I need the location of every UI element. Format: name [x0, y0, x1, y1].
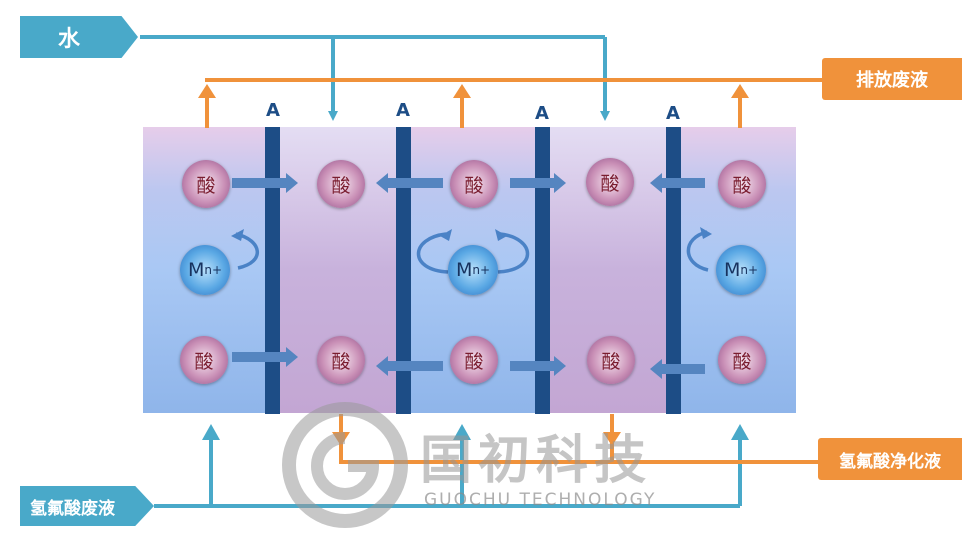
acid-arrow-head: [554, 173, 566, 193]
acid-ion: 酸: [182, 160, 230, 208]
watermark-subtitle: GUOCHU TECHNOLOGY: [424, 490, 657, 510]
acid-ion: 酸: [317, 160, 365, 208]
acid-arrow-head: [376, 356, 388, 376]
membrane-1: [265, 127, 280, 414]
acid-arrow-head: [650, 359, 662, 379]
acid-transport-arrows: [232, 173, 705, 379]
acid-ion: 酸: [317, 336, 365, 384]
membrane-2: [396, 127, 411, 414]
acid-ion: 酸: [450, 336, 498, 384]
watermark-title: 国初科技: [420, 431, 653, 491]
acid-ion: 酸: [450, 160, 498, 208]
watermark-logo: [282, 402, 408, 528]
purified-acid-outlet-label: 氢氟酸净化液: [818, 438, 962, 480]
membrane-2-label: A: [396, 100, 410, 121]
acid-ion: 酸: [718, 336, 766, 384]
acid-arrow-head: [376, 173, 388, 193]
membrane-4-label: A: [666, 103, 680, 124]
metal-ion-rejection-arrows: [231, 227, 712, 274]
acid-ion: 酸: [586, 158, 634, 206]
acid-arrow-head: [554, 356, 566, 376]
acid-arrow-head: [286, 173, 298, 193]
membrane-4: [666, 127, 681, 414]
acid-arrow-shaft: [232, 178, 286, 188]
membrane-3: [535, 127, 550, 414]
waste-acid-inlet-lines: [154, 424, 749, 508]
acid-arrow-shaft: [662, 364, 705, 374]
acid-arrow-shaft: [232, 352, 286, 362]
acid-arrow-shaft: [662, 178, 705, 188]
waste-acid-inlet-label: 氢氟酸废液: [20, 486, 154, 526]
membrane-3-label: A: [535, 103, 549, 124]
discharge-outlet-label: 排放废液: [822, 58, 962, 100]
acid-arrow-head: [286, 347, 298, 367]
acid-ion: 酸: [718, 160, 766, 208]
discharge-lines: [198, 78, 822, 128]
acid-ion: 酸: [587, 336, 635, 384]
acid-ion: 酸: [180, 336, 228, 384]
water-supply-lines: [140, 35, 610, 121]
acid-arrow-shaft: [510, 178, 554, 188]
acid-arrow-head: [650, 173, 662, 193]
acid-arrow-shaft: [510, 361, 554, 371]
acid-arrow-shaft: [388, 178, 443, 188]
membrane-1-label: A: [266, 100, 280, 121]
acid-arrow-shaft: [388, 361, 443, 371]
water-inlet-label: 水: [20, 16, 138, 58]
